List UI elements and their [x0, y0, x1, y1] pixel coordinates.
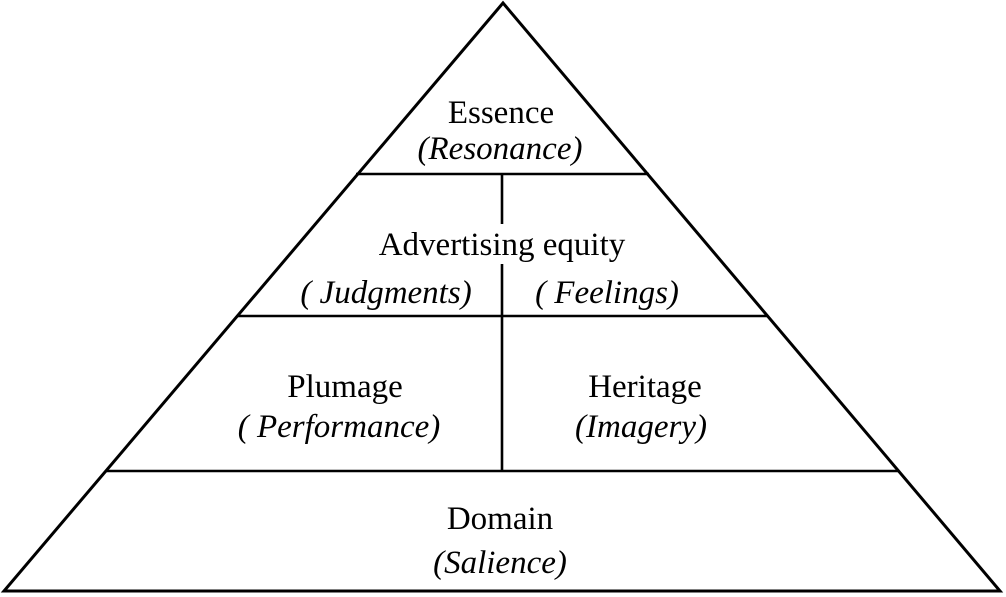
feelings-subtitle: ( Feelings) [535, 275, 679, 311]
plumage-subtitle: ( Performance) [238, 409, 441, 445]
domain-subtitle: (Salience) [433, 545, 567, 581]
plumage-title: Plumage [287, 369, 402, 405]
essence-title: Essence [448, 95, 554, 131]
heritage-title: Heritage [588, 369, 702, 405]
heritage-subtitle: (Imagery) [575, 409, 707, 445]
advertising-equity-title: Advertising equity [379, 227, 626, 263]
domain-title: Domain [447, 501, 553, 537]
judgments-subtitle: ( Judgments) [300, 275, 471, 311]
essence-subtitle: (Resonance) [418, 131, 583, 167]
